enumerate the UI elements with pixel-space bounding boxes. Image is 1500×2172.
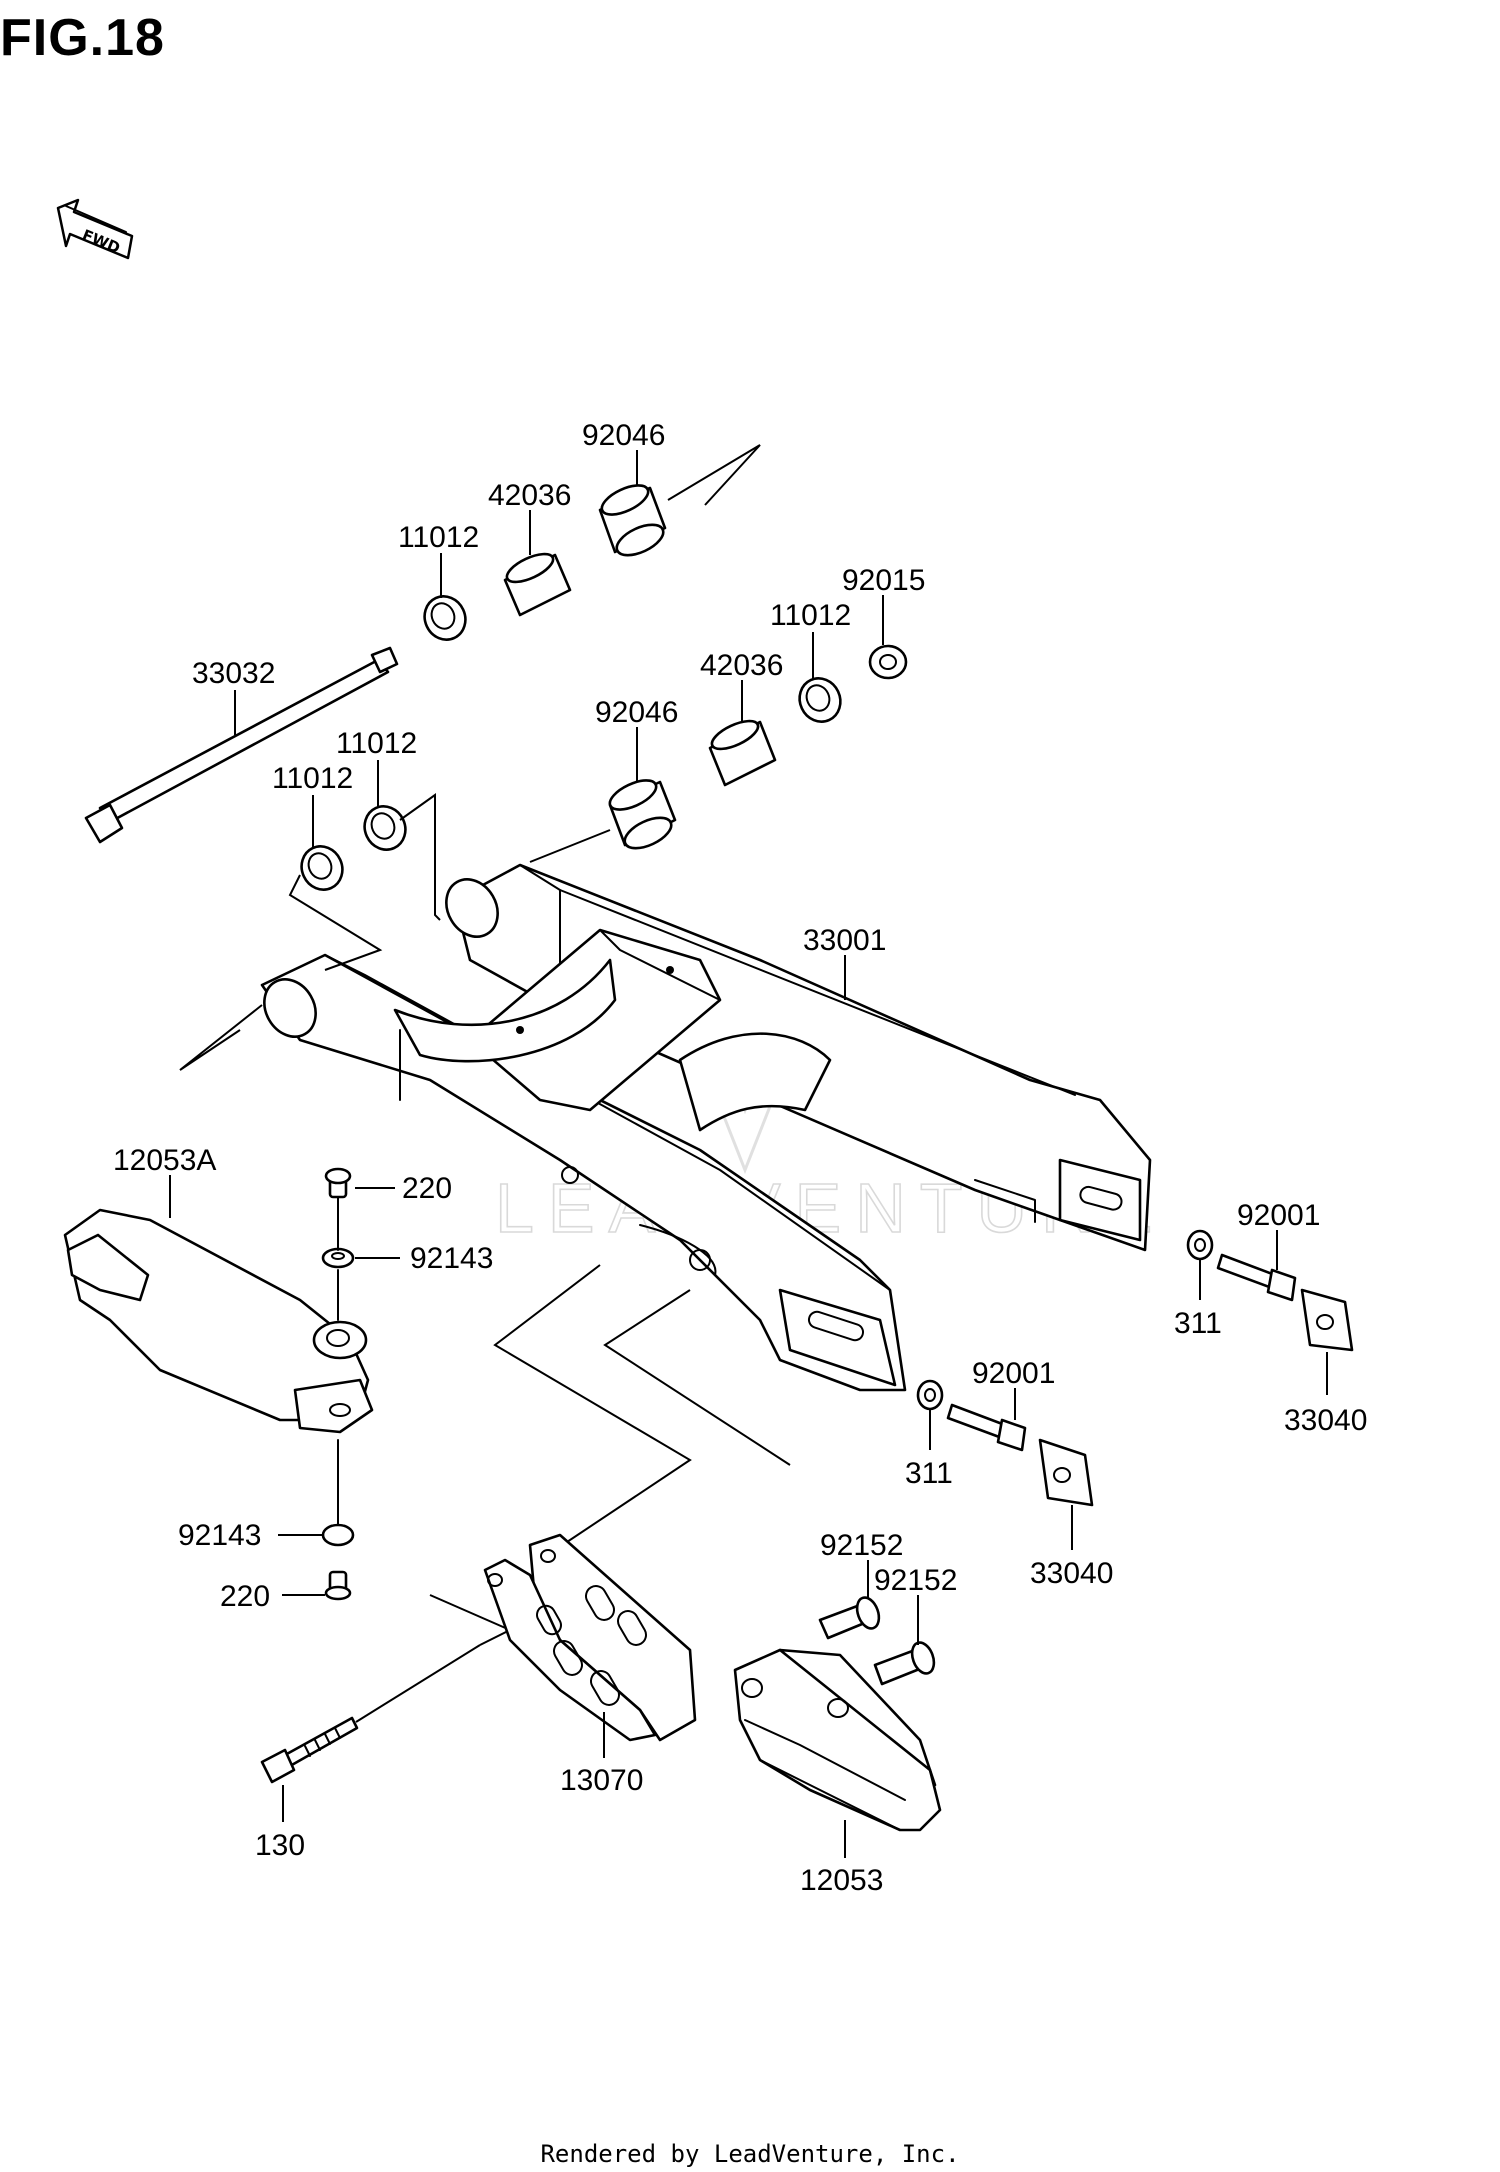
- pivot-shaft-33032: [84, 646, 399, 844]
- callout-92001: 92001: [1237, 1199, 1320, 1232]
- collar-92152-b: [873, 1641, 936, 1686]
- callout-13070: 13070: [560, 1764, 643, 1797]
- callout-labels: 92046 42036 11012 92015 11012 42036 3303…: [113, 419, 1367, 1897]
- callout-11012: 11012: [336, 727, 417, 760]
- callout-11012: 11012: [770, 599, 851, 632]
- callout-92152: 92152: [820, 1529, 903, 1562]
- oil-seal-11012-top: [423, 595, 467, 641]
- callout-92143: 92143: [410, 1242, 493, 1275]
- oil-seal-11012-mid: [798, 677, 842, 723]
- collar-42036-mid: [708, 719, 777, 787]
- screw-220-top: [324, 1167, 352, 1199]
- callout-12053: 12053: [800, 1864, 883, 1897]
- callout-33040: 33040: [1284, 1404, 1367, 1437]
- callout-33001: 33001: [803, 924, 886, 957]
- callout-42036: 42036: [700, 649, 783, 682]
- callout-12053A: 12053A: [113, 1144, 216, 1177]
- chain-guide-13070: [483, 1533, 697, 1742]
- needle-bearing-92046-top: [598, 484, 667, 557]
- nut-311-right: [1186, 1229, 1214, 1261]
- callout-220: 220: [220, 1580, 270, 1613]
- callout-92015: 92015: [842, 564, 925, 597]
- callout-92046: 92046: [582, 419, 665, 452]
- nut-311-left: [916, 1379, 944, 1411]
- adjuster-plate-33040-right: [1300, 1288, 1354, 1352]
- callout-33040: 33040: [1030, 1557, 1113, 1590]
- callout-130: 130: [255, 1829, 305, 1862]
- washer-92143-bot: [321, 1523, 355, 1547]
- callout-11012: 11012: [398, 521, 479, 554]
- swing-arm-33001: [260, 863, 1152, 1392]
- callout-311: 311: [905, 1457, 953, 1490]
- leader-lines: [169, 450, 1328, 1858]
- callout-92143: 92143: [178, 1519, 261, 1552]
- callout-11012: 11012: [272, 762, 353, 795]
- washer-92143-top: [321, 1247, 355, 1269]
- callout-220: 220: [402, 1172, 452, 1205]
- collar-92152-a: [818, 1596, 881, 1640]
- callout-92046: 92046: [595, 696, 678, 729]
- oil-seal-11012-a: [300, 845, 344, 891]
- collar-42036-top: [503, 552, 572, 617]
- adjuster-plate-33040-left: [1038, 1438, 1094, 1507]
- needle-bearing-92046-mid: [608, 779, 677, 850]
- footer-credit: Rendered by LeadVenture, Inc.: [540, 2140, 960, 2168]
- fwd-arrow-icon: FWD: [56, 198, 134, 260]
- chain-slider-12053: [733, 1648, 942, 1832]
- oil-seal-11012-b: [363, 805, 407, 851]
- callout-92152: 92152: [874, 1564, 957, 1597]
- bolt-130: [260, 1644, 481, 1784]
- callout-92001: 92001: [972, 1357, 1055, 1390]
- callout-33032: 33032: [192, 657, 275, 690]
- callout-311: 311: [1174, 1307, 1222, 1340]
- figure-title: FIG.18: [0, 9, 165, 67]
- screw-220-bot: [324, 1570, 352, 1601]
- chain-slipper-12053A: [63, 1208, 374, 1434]
- callout-42036: 42036: [488, 479, 571, 512]
- bolt-92001-right: [1216, 1253, 1297, 1302]
- bolt-92001-left: [946, 1403, 1027, 1452]
- nut-92015: [868, 644, 908, 680]
